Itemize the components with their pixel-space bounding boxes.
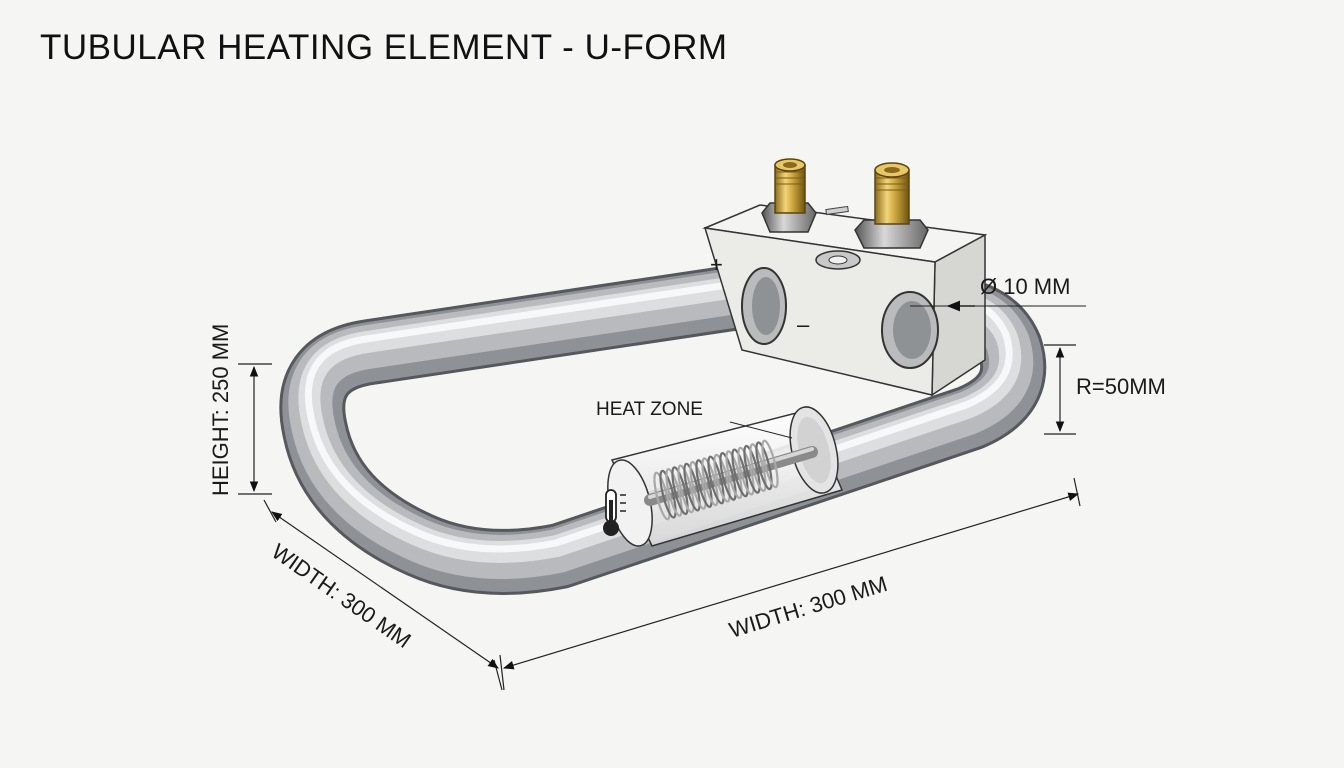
coil-winding bbox=[761, 439, 779, 489]
terminal-nut-icon bbox=[761, 158, 817, 233]
terminal-nut-icon bbox=[854, 162, 929, 249]
heat-zone-label: HEAT ZONE bbox=[596, 399, 703, 420]
width-front-label: WIDTH: 300 MM bbox=[726, 571, 890, 643]
diameter-label: Ø 10 MM bbox=[980, 274, 1070, 299]
radius-label: R=50MM bbox=[1076, 374, 1166, 399]
radius-dimension: R=50MM bbox=[1044, 344, 1166, 435]
diameter-dimension: Ø 10 MM bbox=[910, 274, 1086, 312]
coil-winding bbox=[755, 441, 773, 491]
terminal-block bbox=[702, 204, 988, 397]
coil-winding bbox=[749, 443, 767, 492]
page-title: TUBULAR HEATING ELEMENT - U-FORM bbox=[40, 28, 728, 67]
terminal-positive-label: + bbox=[710, 252, 723, 277]
coil-winding bbox=[743, 444, 761, 494]
height-label: HEIGHT: 250 MM bbox=[208, 324, 233, 496]
height-dimension: HEIGHT: 250 MM bbox=[208, 324, 272, 496]
terminal-negative-label: – bbox=[797, 312, 810, 337]
